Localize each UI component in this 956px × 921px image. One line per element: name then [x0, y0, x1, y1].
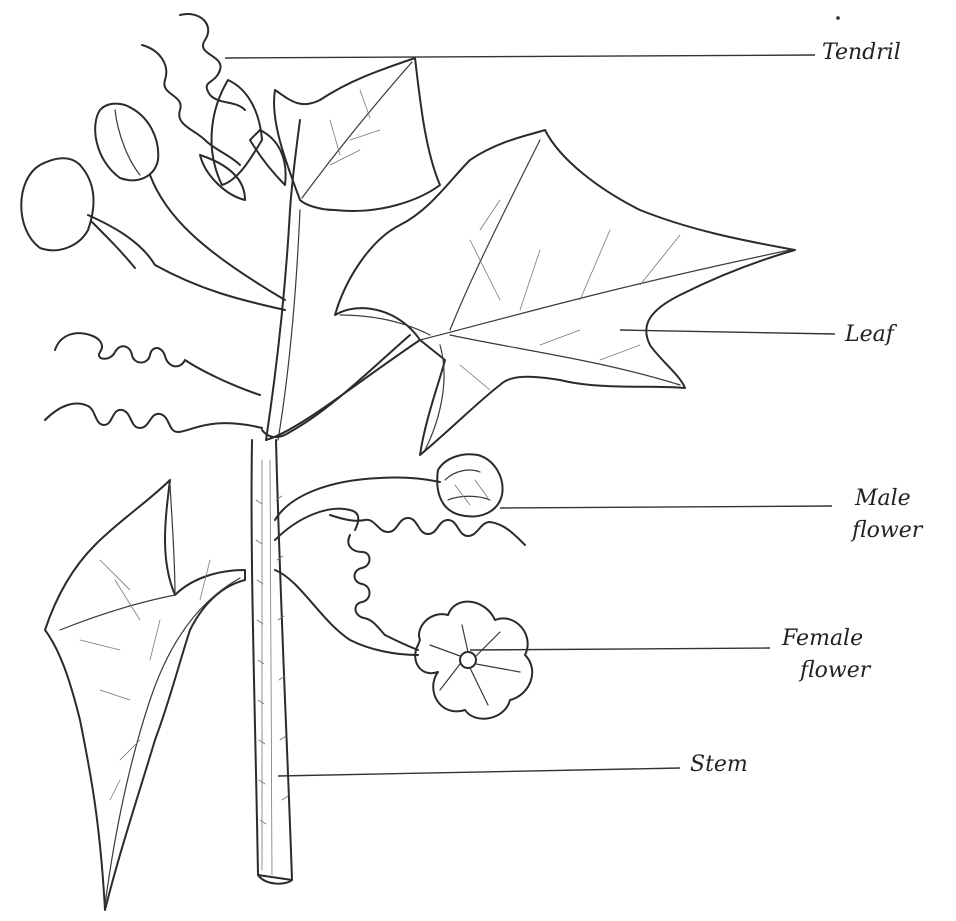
male-flower-leader	[500, 506, 832, 508]
leaf-leader	[620, 330, 835, 334]
stem	[252, 120, 420, 884]
large-leaf	[335, 130, 795, 455]
label-male-flower-line2: flower	[852, 518, 922, 544]
label-female-flower-line2: flower	[800, 658, 870, 684]
ink-dot	[836, 16, 840, 20]
label-tendril: Tendril	[822, 40, 901, 66]
top-leaf	[200, 58, 440, 211]
lower-leaf	[45, 480, 245, 910]
flower-stalks	[275, 477, 440, 655]
label-male-flower-line1: Male	[855, 486, 911, 512]
label-female-flower-line1: Female	[782, 626, 863, 652]
tendrils	[45, 14, 525, 635]
tendril-leader	[225, 55, 815, 58]
female-flower	[385, 602, 532, 719]
label-leaf: Leaf	[845, 322, 894, 348]
male-flower	[437, 454, 502, 516]
label-stem: Stem	[690, 752, 748, 778]
upper-flowers	[21, 104, 285, 310]
female-flower-leader	[470, 648, 770, 650]
stem-leader	[278, 768, 680, 776]
